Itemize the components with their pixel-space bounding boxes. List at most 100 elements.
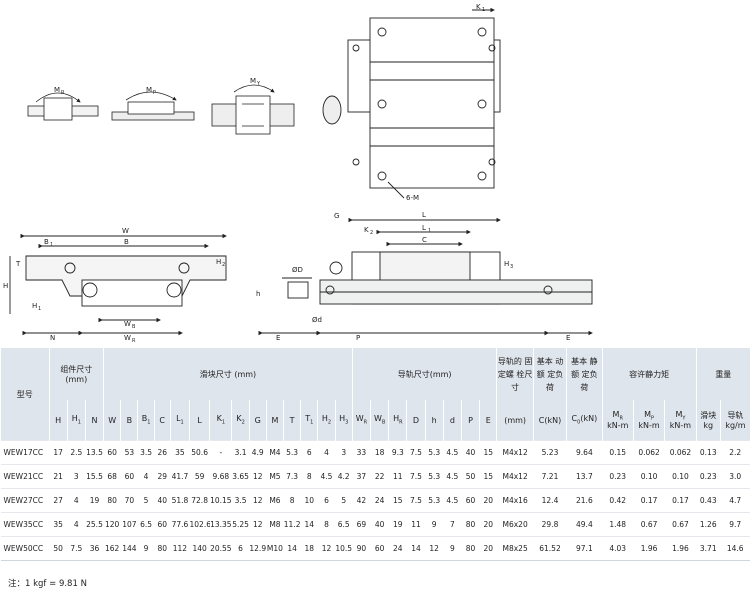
symbol-header: T: [283, 400, 301, 441]
table-cell: 8: [317, 512, 336, 537]
my-label: M: [250, 77, 256, 85]
table-cell: 4.03: [602, 536, 634, 561]
b-label: B: [124, 238, 129, 246]
svg-text:1: 1: [428, 228, 431, 234]
symbol-header: C: [153, 400, 171, 441]
model-cell: WEW17CC: [0, 440, 50, 465]
h-label: H: [3, 282, 8, 290]
table-cell: 21: [49, 464, 68, 489]
model-cell: WEW27CC: [0, 488, 50, 513]
spec-table: 型号 组件尺寸 (mm) 滑块尺寸 (mm) 导轨尺寸(mm) 导轨的 固定螺 …: [0, 348, 750, 561]
table-cell: 3.5: [137, 440, 155, 465]
table-cell: 42: [352, 488, 371, 513]
table-cell: 0.67: [633, 512, 665, 537]
table-cell: 4: [67, 488, 86, 513]
table-cell: 29: [154, 464, 171, 489]
table-cell: 1.96: [633, 536, 665, 561]
g-label: G: [334, 212, 339, 220]
table-cell: 51.8: [170, 488, 190, 513]
model-cell: WEW50CC: [0, 536, 50, 561]
table-cell: 20: [479, 488, 497, 513]
table-cell: 0.15: [602, 440, 634, 465]
k2-label: K: [364, 226, 369, 234]
table-cell: 20: [479, 512, 497, 537]
table-cell: 19: [388, 512, 407, 537]
wb-label: W: [124, 320, 131, 328]
table-cell: 18: [300, 536, 318, 561]
table-cell: 53: [120, 440, 138, 465]
top-view: K 1 6-M: [322, 3, 501, 202]
table-cell: 14.6: [720, 536, 750, 561]
table-cell: M8: [266, 512, 284, 537]
k1-top-label: K: [476, 3, 481, 11]
table-cell: 60: [370, 536, 389, 561]
table-cell: 11: [406, 512, 426, 537]
table-cell: 7.3: [283, 464, 301, 489]
table-cell: 8: [300, 464, 318, 489]
table-cell: 140: [189, 536, 210, 561]
wr-label: W: [124, 334, 131, 342]
table-cell: 4: [137, 464, 155, 489]
od-label: ØD: [292, 266, 303, 274]
table-cell: M6x20: [496, 512, 534, 537]
table-cell: 0.062: [664, 440, 697, 465]
table-cell: 4.5: [443, 440, 462, 465]
symbol-header: HR: [388, 400, 407, 441]
svg-text:1: 1: [482, 7, 485, 13]
table-cell: 7.5: [406, 488, 426, 513]
table-cell: 13.35: [209, 512, 232, 537]
table-cell: 15: [479, 440, 497, 465]
table-cell: 9.7: [720, 512, 750, 537]
block-header: 滑块尺寸 (mm): [103, 348, 353, 400]
table-cell: 15: [479, 464, 497, 489]
table-cell: 10.15: [209, 488, 232, 513]
table-cell: 4.5: [317, 464, 336, 489]
table-cell: 7.5: [406, 440, 426, 465]
table-cell: 60: [120, 464, 138, 489]
table-cell: 5.3: [283, 440, 301, 465]
table-cell: 90: [352, 536, 371, 561]
table-cell: 35: [49, 512, 68, 537]
l1-label: L: [422, 224, 426, 232]
table-cell: 0.23: [602, 464, 634, 489]
table-cell: 4.9: [249, 440, 267, 465]
symbol-header: WB: [370, 400, 389, 441]
table-cell: 4.5: [443, 464, 462, 489]
table-cell: 21.6: [566, 488, 603, 513]
table-cell: 36: [85, 536, 104, 561]
symbol-header: K2: [231, 400, 250, 441]
table-cell: 60: [154, 512, 171, 537]
table-cell: 40: [370, 512, 389, 537]
symbol-header: T1: [300, 400, 318, 441]
unit-note: 注：1 kgf = 9.81 N: [8, 579, 87, 589]
symbol-header: C(kN): [532, 400, 567, 441]
table-cell: 80: [154, 536, 171, 561]
symbol-header: W: [103, 400, 121, 441]
table-cell: 70: [120, 488, 138, 513]
table-cell: 12: [249, 464, 267, 489]
table-cell: 10.5: [335, 536, 353, 561]
table-cell: 3.5: [231, 488, 250, 513]
table-cell: 10: [300, 488, 318, 513]
table-cell: 5.25: [231, 512, 250, 537]
table-cell: M4x12: [496, 440, 534, 465]
table-cell: 0.42: [602, 488, 634, 513]
bolt-header: 导轨的 固定螺 栓尺寸: [496, 348, 534, 400]
table-cell: 3.71: [696, 536, 721, 561]
table-cell: 50.6: [189, 440, 210, 465]
table-cell: 3: [335, 440, 353, 465]
table-cell: M4: [266, 440, 284, 465]
table-cell: 6.5: [335, 512, 353, 537]
n-label: N: [50, 334, 55, 342]
table-cell: 37: [352, 464, 371, 489]
table-cell: 3.1: [231, 440, 250, 465]
table-cell: 50: [49, 536, 68, 561]
table-cell: 112: [170, 536, 190, 561]
table-cell: 15: [388, 488, 407, 513]
table-cell: 13.7: [566, 464, 603, 489]
table-cell: 162: [103, 536, 121, 561]
